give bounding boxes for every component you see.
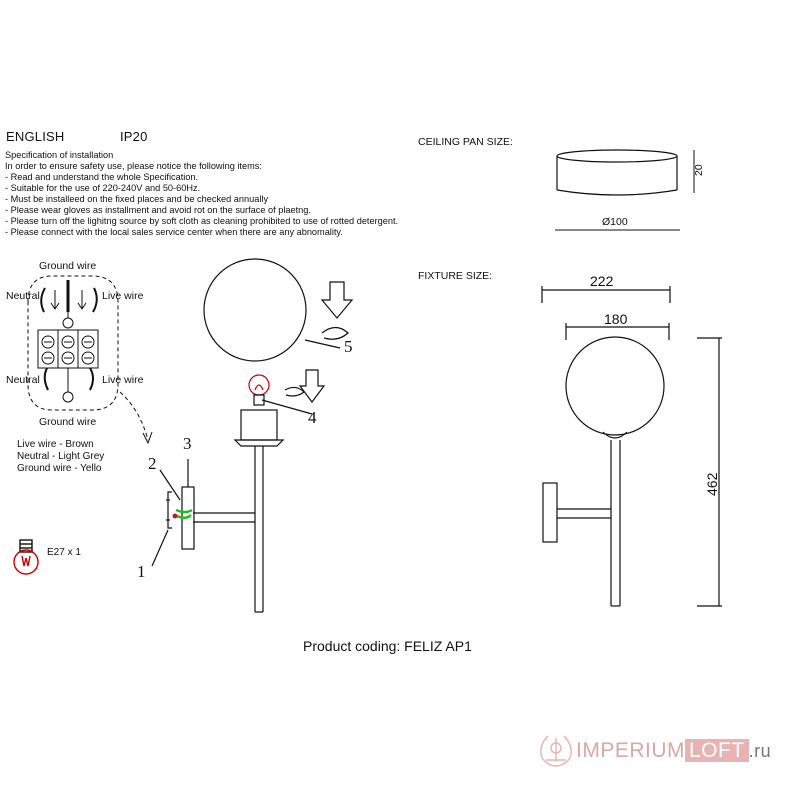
- ceiling-pan-drawing: [555, 149, 695, 231]
- fixture-height: 462: [704, 472, 720, 496]
- language-label: ENGLISH: [6, 129, 65, 144]
- step-number-5: 5: [344, 337, 353, 356]
- step-number-3: 3: [183, 434, 192, 453]
- product-coding: Product coding: FELIZ AP1: [303, 638, 472, 654]
- fixture-width-outer: 222: [590, 273, 614, 289]
- ceiling-pan-title: CEILING PAN SIZE:: [418, 136, 513, 148]
- watermark-emblem: [540, 735, 572, 767]
- exploded-fixture: [151, 258, 354, 613]
- neutral-label-bottom: Neutral: [6, 374, 40, 386]
- bulb-label: E27 x 1: [47, 547, 81, 558]
- spec-line: - Please wear gloves as installment and …: [5, 205, 311, 215]
- watermark-brand: IMPERIUM: [576, 739, 685, 762]
- step-number-1: 1: [137, 562, 146, 581]
- ground-wire-label-top: Ground wire: [39, 260, 97, 272]
- spec-title: Specification of installation: [5, 150, 114, 160]
- neutral-label-top: Neutral: [6, 290, 40, 302]
- ground-wire-label-bottom: Ground wire: [39, 416, 97, 428]
- spec-line: - Suitable for the use of 220-240V and 5…: [5, 183, 201, 193]
- step-number-2: 2: [148, 454, 157, 473]
- spec-line: - Read and understand the whole Specific…: [5, 172, 199, 182]
- watermark-suffix: .ru: [748, 741, 772, 761]
- fixture-size-title: FIXTURE SIZE:: [418, 270, 493, 282]
- live-wire-label-top: Live wire: [102, 290, 144, 302]
- fixture-width-globe: 180: [604, 311, 628, 327]
- watermark-brand-box: LOFT: [685, 739, 749, 762]
- legend-live: Live wire - Brown: [17, 439, 94, 450]
- ceiling-pan-height: 20: [693, 164, 705, 176]
- wire-color-legend: Live wire - Brown Neutral - Light Grey G…: [17, 439, 104, 475]
- live-wire-label-bottom: Live wire: [102, 374, 144, 386]
- spec-line: - Please connect with the local sales se…: [5, 227, 343, 237]
- spec-line: In order to ensure safety use, please no…: [5, 161, 262, 171]
- ceiling-pan-diameter: Ø100: [602, 216, 628, 228]
- fixture-size-drawing: [541, 286, 722, 607]
- legend-neutral: Neutral - Light Grey: [17, 451, 105, 462]
- specification-block: Specification of installation In order t…: [5, 150, 435, 238]
- spec-line: - Please turn off the lighitng source by…: [5, 216, 399, 226]
- spec-line: - Must be installeed on the fixed places…: [5, 194, 269, 204]
- wire-bundle: [172, 508, 193, 519]
- legend-ground: Ground wire - Yello: [17, 463, 102, 474]
- wiring-diagram: [27, 275, 153, 445]
- ip-rating-label: IP20: [120, 129, 148, 144]
- bulb-icon: [13, 539, 39, 575]
- step-number-4: 4: [308, 408, 317, 427]
